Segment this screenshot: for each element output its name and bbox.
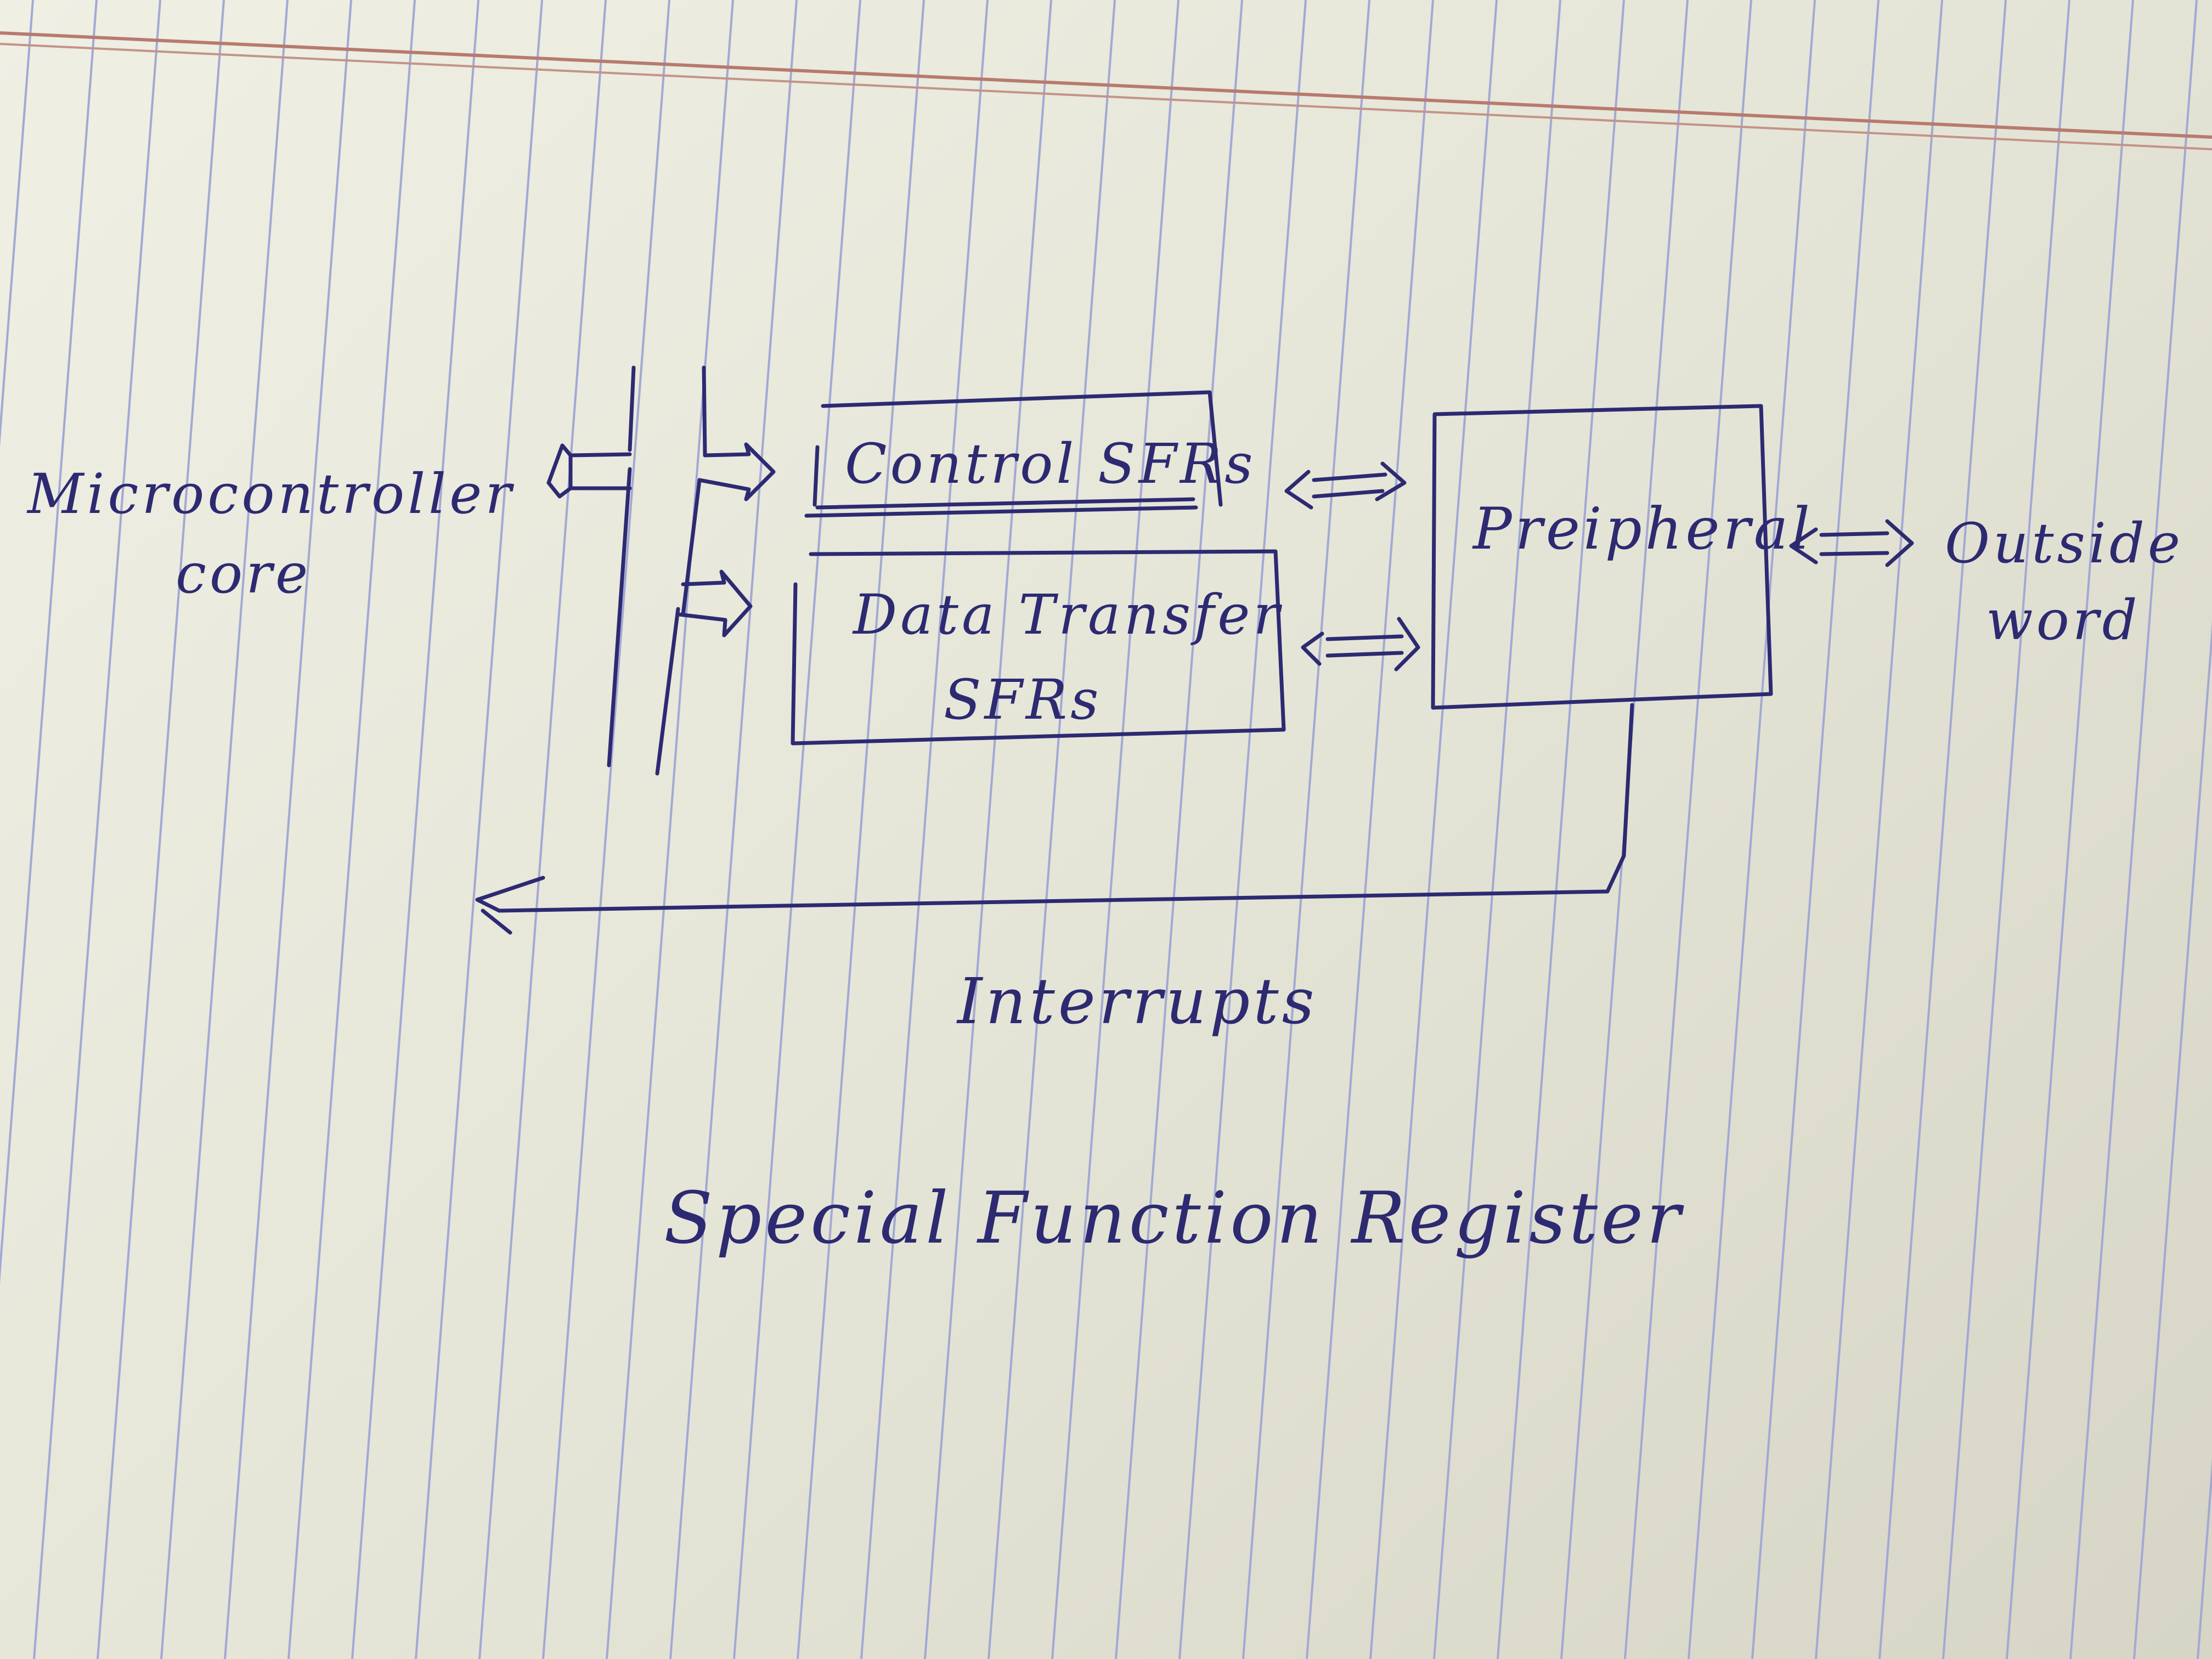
interrupts-line [475,703,1634,935]
peripheral-label: Preipheral [1472,495,1813,562]
interrupts-label: Interrupts [956,965,1318,1039]
bus-lines [607,365,707,776]
ruling-line [1178,0,1307,1659]
arrow-to-control-sfrs [697,442,776,501]
ruling-line [1751,0,1880,1659]
ruling-line [160,0,289,1659]
ruling-line [97,0,225,1659]
ruling-line [287,0,416,1659]
ruling-line [0,0,34,448]
ruling-line [2197,1457,2212,1659]
control-sfrs-label: Control SFRs [845,432,1256,496]
ruling-line [1433,0,1561,1659]
ruling-line [1624,0,1752,1659]
ruling-line [1051,0,1180,1659]
ruling-line [1942,0,2070,1659]
ruling-line [1115,0,1243,1659]
ruling-line [1242,0,1370,1659]
data-transfer-label-line2: SFRs [944,668,1102,732]
ruling-line [478,0,607,1659]
core-label: core [176,541,311,606]
ruling-line [351,0,479,1659]
ruling-line [606,0,734,1659]
ruling-line [33,0,161,1659]
ruling-line [1878,0,2007,1659]
control-sfrs-box: Control SFRs [804,390,1256,518]
ruling-line [1688,0,1816,1659]
arrow-to-data-sfrs [677,569,753,637]
control-peripheral-arrow [1284,461,1407,510]
data-transfer-sfrs-box: Data Transfer SFRs [791,549,1286,746]
peripheral-box: Preipheral [1431,404,1813,710]
core-bus-arrow [546,443,632,499]
ruling-line [0,0,98,1284]
ruling-line [2006,0,2134,1659]
data-transfer-label-line1: Data Transfer [852,583,1283,647]
ruling-line [860,0,989,1659]
ruling-line [415,0,543,1659]
data-peripheral-arrow [1301,617,1420,672]
ruling-line [669,0,798,1659]
ruling-line [2069,0,2198,1659]
ruling-line [733,0,861,1659]
peripheral-outside-arrow [1789,519,1914,567]
ruling-line [542,0,670,1659]
ruling-line [1369,0,1498,1659]
outside-label: Outside [1945,511,2183,575]
ruling-line [1815,0,1943,1659]
ruling-line [224,0,352,1659]
margin-line-2 [0,43,2212,150]
ruling-line [797,0,925,1659]
ruling-line [924,0,1052,1659]
world-label: word [1986,588,2141,652]
margin-line [0,31,2212,139]
ruling-line [1497,0,1625,1659]
diagram-title: Special Function Register [664,1176,1684,1260]
ruling-line [2133,620,2212,1659]
ruling-line [988,0,1116,1659]
microcontroller-label: Microcontroller [26,462,515,526]
ruling-line [1306,0,1434,1659]
